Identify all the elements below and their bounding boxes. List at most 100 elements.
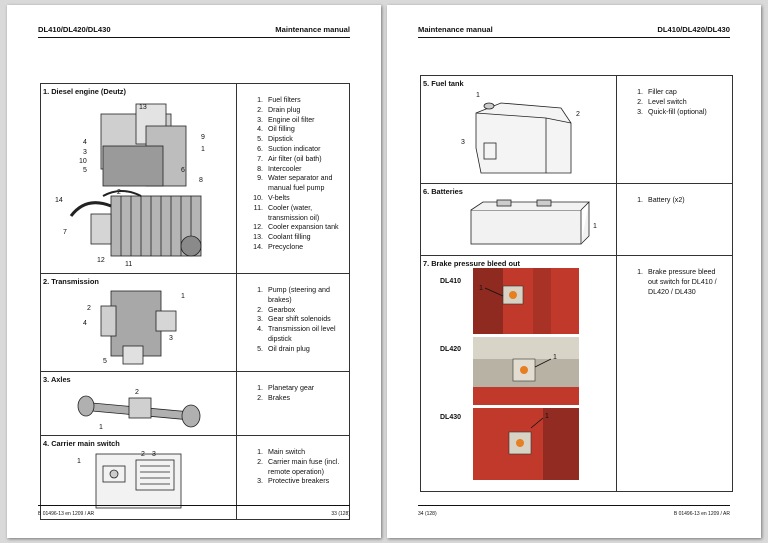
section-title: 1. Diesel engine (Deutz)	[43, 87, 126, 96]
item-text: Quick-fill (optional)	[648, 107, 707, 116]
item-text: Gear shift solenoids	[268, 315, 331, 324]
item-text: Protective breakers	[268, 477, 330, 486]
callout-label: 12	[97, 257, 105, 264]
list-item: 11.Cooler (water, transmission oil)	[237, 204, 343, 224]
item-text: Filler cap	[648, 88, 677, 96]
list-item: 9.Water separator and manual fuel pump	[237, 174, 343, 194]
photo-label-dl430: DL430	[440, 414, 462, 421]
header-title: Maintenance manual	[418, 25, 493, 34]
callout-label: 10	[79, 158, 87, 165]
list-item: 3.Quick-fill (optional)	[617, 108, 726, 118]
item-text: Level switch	[648, 97, 687, 106]
list-item: 2. Carrier main fuse (incl. remote operat…	[237, 458, 343, 478]
callout-label: 14	[55, 197, 63, 204]
parts-list: 1.Battery (x2)	[617, 184, 732, 206]
left-page: DL410/DL420/DL430 Maintenance manual 1. …	[7, 5, 381, 538]
callout-label: 1	[201, 146, 205, 153]
page-header: Maintenance manual DL410/DL420/DL430	[418, 23, 730, 38]
list-item: 2. Level switch	[617, 98, 726, 108]
callout-label: 7	[63, 229, 67, 236]
section-title: 5. Fuel tank	[423, 79, 464, 88]
transmission-illustration: 1 2 4 3 5	[41, 286, 236, 371]
header-model: DL410/DL420/DL430	[38, 25, 111, 34]
list-item: 3.Protective breakers	[237, 477, 343, 487]
section-transmission: 2. Transmission 1 2 4 3	[40, 273, 350, 372]
list-item: 2. Drain plug	[237, 106, 343, 116]
page-footer: 34 (128) B 01496-13 en 1209 / AR	[418, 505, 730, 519]
item-text: Engine oil filter	[268, 115, 315, 124]
item-text: Drain plug	[268, 105, 301, 114]
item-number: 10.	[253, 193, 263, 202]
callout-label: 3	[169, 335, 173, 342]
list-item: 7.Air filter (oil bath)	[237, 155, 343, 165]
item-number: 1.	[257, 96, 263, 104]
item-text: Pump (steering and brakes)	[268, 286, 330, 304]
item-text: Oil filling	[268, 125, 295, 134]
callout-label: 3	[152, 451, 156, 458]
item-text: V-belts	[268, 193, 290, 202]
item-number: 1.	[257, 448, 263, 456]
diesel-engine-illustration: 13 4 3 10 5 9 1 8 6 2 14 7 12	[41, 96, 236, 273]
list-item: 2. Brakes	[237, 394, 343, 404]
item-number: 6.	[257, 144, 263, 153]
axles-illustration: 2 1	[41, 384, 236, 435]
item-text: Oil drain plug	[268, 344, 310, 353]
footer-page: 33 (128)	[331, 511, 350, 517]
components-table: 5. Fuel tank 1 2 3	[420, 75, 733, 492]
list-item: 3. Gear shift solenoids	[237, 315, 343, 325]
item-text: Main switch	[268, 448, 306, 456]
section-title: 7. Brake pressure bleed out	[423, 259, 520, 268]
photo-label-dl410: DL410	[440, 278, 462, 285]
callout-label: 3	[461, 139, 465, 146]
parts-list: 1. Filler cap 2. Level switch 3.Quick-fill (…	[617, 76, 732, 117]
callout-label: 3	[83, 149, 87, 156]
item-text: Precyclone	[268, 242, 304, 251]
item-number: 11.	[253, 203, 263, 212]
callout-label: 2	[135, 389, 139, 396]
section-diesel-engine: 1. Diesel engine (Deutz)	[40, 83, 350, 274]
item-number: 7.	[257, 154, 263, 163]
list-item: 4.Transmission oil level dipstick	[237, 325, 343, 345]
list-item: 1. Pump (steering and brakes)	[237, 286, 343, 306]
item-text: Brakes	[268, 393, 291, 402]
item-text: Fuel filters	[268, 96, 301, 104]
item-number: 2.	[257, 457, 263, 466]
item-number: 13.	[253, 233, 263, 242]
item-number: 3.	[257, 115, 263, 124]
item-text: Carrier main fuse (incl. remote operatio…	[268, 457, 340, 476]
callout-label: 2	[117, 189, 121, 196]
item-number: 2.	[637, 97, 643, 106]
item-number: 1.	[637, 88, 643, 96]
callout-label: 6	[181, 167, 185, 174]
item-number: 1.	[257, 286, 263, 294]
item-text: Cooler expansion tank	[268, 223, 339, 232]
callout-label: 4	[83, 139, 87, 146]
list-item: 5.Dipstick	[237, 135, 343, 145]
footer-doc: B 01496-13 en 1209 / AR	[38, 511, 95, 517]
item-number: 4.	[257, 125, 263, 134]
list-item: 10. V-belts	[237, 194, 343, 204]
list-item: 3. Engine oil filter	[237, 116, 343, 126]
page-footer: B 01496-13 en 1209 / AR 33 (128)	[38, 505, 350, 519]
item-text: Intercooler	[268, 164, 302, 173]
callout-label: 1	[479, 285, 483, 292]
footer-doc: B 01496-13 en 1209 / AR	[673, 511, 730, 517]
callout-label: 4	[83, 320, 87, 327]
item-number: 1.	[257, 384, 263, 392]
item-number: 2.	[257, 393, 263, 402]
item-number: 5.	[257, 344, 263, 353]
item-number: 2.	[257, 105, 263, 114]
item-number: 3.	[257, 315, 263, 324]
item-text: Suction indicator	[268, 144, 321, 153]
components-table: 1. Diesel engine (Deutz)	[40, 83, 350, 520]
header-title: Maintenance manual	[275, 25, 350, 34]
item-number: 1.	[637, 268, 643, 276]
list-item: 13.Coolant filling	[237, 233, 343, 243]
section-fuel-tank: 5. Fuel tank 1 2 3	[420, 75, 733, 184]
item-text: Brake pressure bleed out switch for DL41…	[648, 268, 717, 296]
section-axles: 3. Axles 2 1 1	[40, 371, 350, 436]
callout-label: 2	[576, 111, 580, 118]
list-item: 8.Intercooler	[237, 165, 343, 175]
item-text: Transmission oil level dipstick	[268, 325, 336, 343]
